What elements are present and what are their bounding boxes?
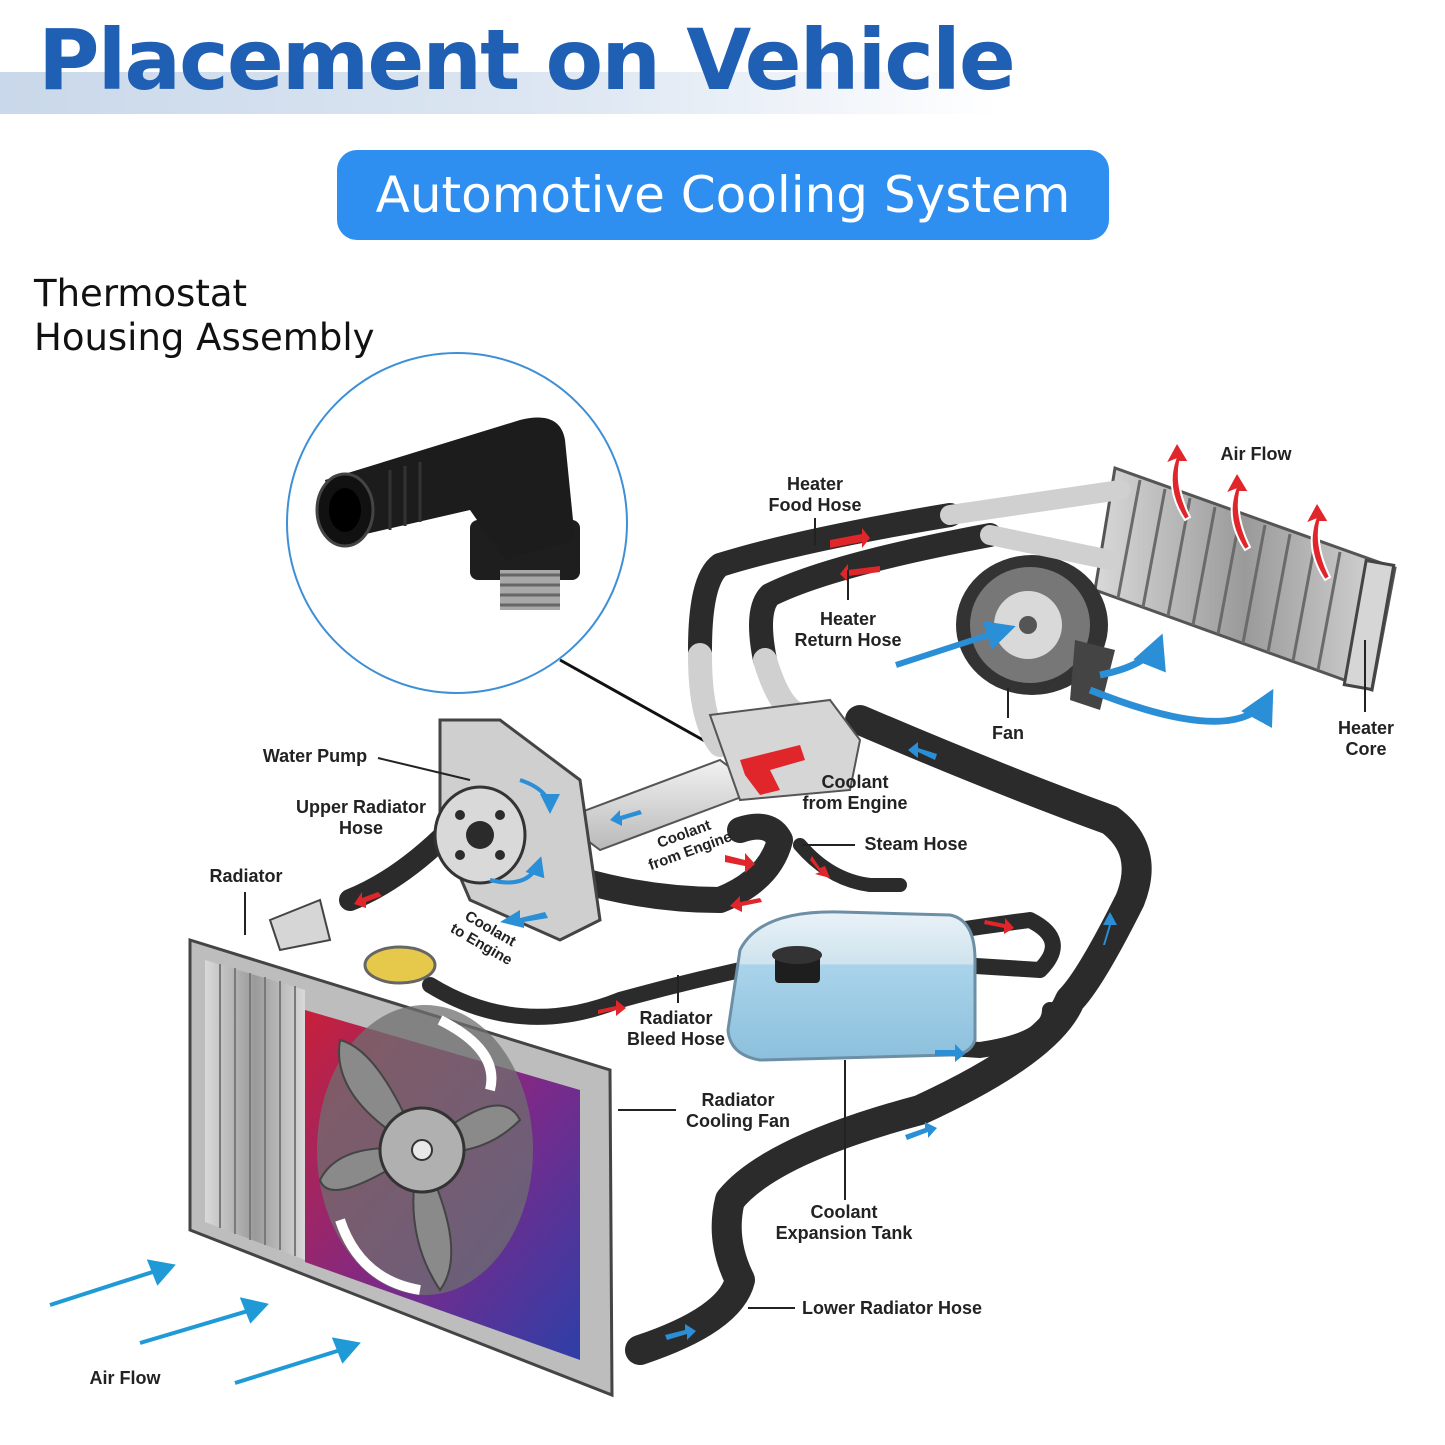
label-radiator-cooling-fan-2: Cooling Fan: [686, 1111, 790, 1131]
label-heater-return-hose-2: Return Hose: [794, 630, 901, 650]
flow-arrows: [354, 528, 1117, 1340]
label-upper-radiator-hose-2: Hose: [339, 818, 383, 838]
thermostat-photo: [286, 352, 713, 747]
label-coolant-expansion-tank-2: Expansion Tank: [776, 1223, 914, 1243]
label-water-pump: Water Pump: [263, 746, 367, 766]
page-title: Placement on Vehicle: [38, 11, 1016, 109]
part-name: Thermostat Housing Assembly: [34, 272, 375, 361]
subtitle-text: Automotive Cooling System: [375, 166, 1071, 224]
label-fan: Fan: [992, 723, 1024, 743]
label-heater-food-hose-2: Food Hose: [769, 495, 862, 515]
label-radiator-bleed-hose-2: Bleed Hose: [627, 1029, 725, 1049]
label-coolant-from-engine-2: from Engine: [802, 793, 907, 813]
label-coolant-expansion-tank-1: Coolant: [811, 1202, 878, 1222]
label-air-flow-bottom: Air Flow: [90, 1368, 162, 1388]
leader-lines: [244, 518, 1366, 1309]
title-band: [0, 72, 1000, 114]
label-air-flow-top: Air Flow: [1221, 444, 1293, 464]
label-heater-return-hose-1: Heater: [820, 609, 876, 629]
label-heater-core-2: Core: [1345, 739, 1386, 759]
air-flow-bottom-arrows: [49, 1259, 361, 1385]
diagram-labels: Air Flow Heater Food Hose Heater Return …: [90, 444, 1395, 1388]
label-radiator-cooling-fan-1: Radiator: [701, 1090, 774, 1110]
label-heater-core-1: Heater: [1338, 718, 1394, 738]
part-name-line1: Thermostat: [34, 272, 248, 315]
part-name-line2: Housing Assembly: [34, 316, 375, 360]
label-radiator-bleed-hose-1: Radiator: [639, 1008, 712, 1028]
heater-core: [1093, 465, 1397, 693]
label-heater-food-hose-1: Heater: [787, 474, 843, 494]
radiator: [188, 898, 614, 1398]
blower-fan: [895, 555, 1274, 728]
air-flow-top-arrows: [1162, 439, 1332, 582]
expansion-tank: [726, 910, 977, 1062]
label-steam-hose: Steam Hose: [864, 834, 967, 854]
subtitle-pill: Automotive Cooling System: [337, 150, 1109, 240]
label-lower-radiator-hose: Lower Radiator Hose: [802, 1298, 982, 1318]
label-upper-radiator-hose-1: Upper Radiator: [296, 797, 426, 817]
label-radiator: Radiator: [209, 866, 282, 886]
label-coolant-from-engine-1: Coolant: [822, 772, 889, 792]
